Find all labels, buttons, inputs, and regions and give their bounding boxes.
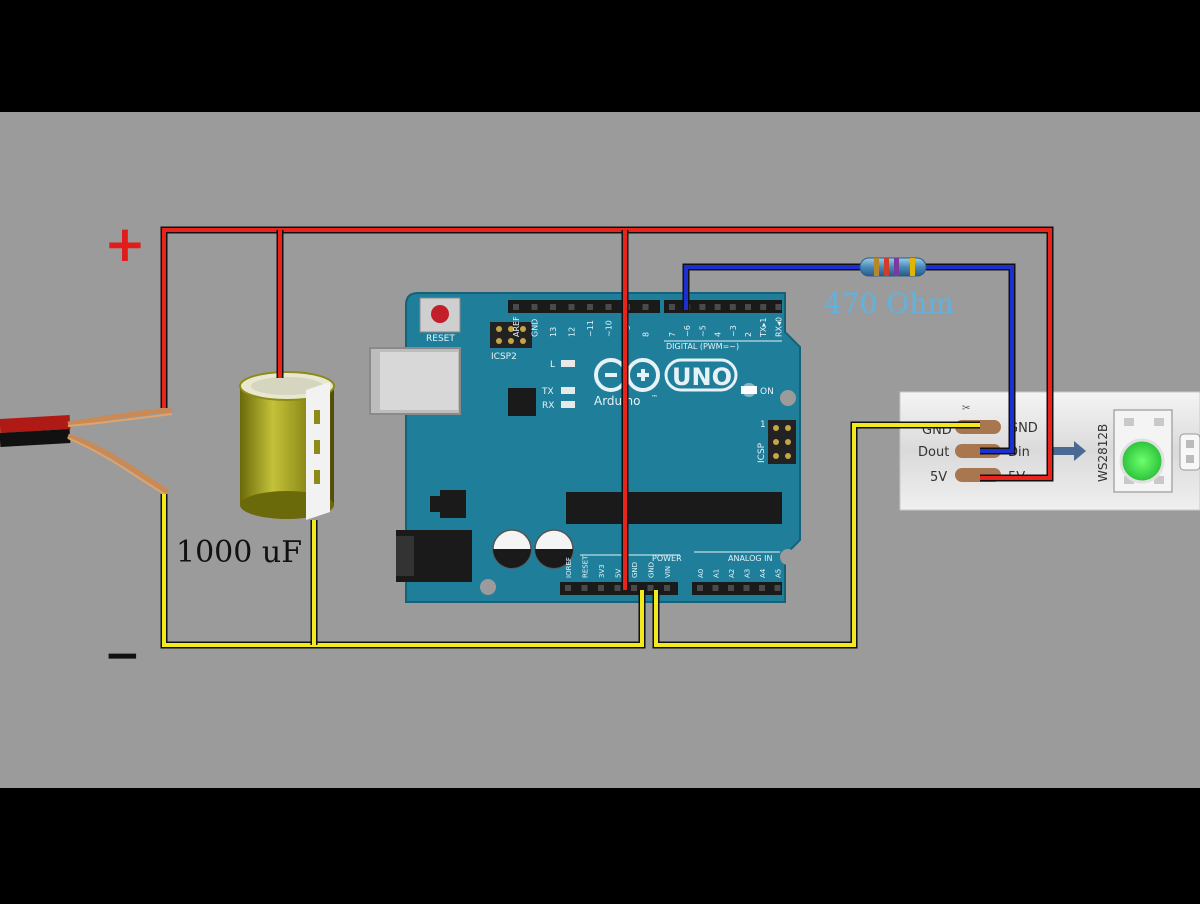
bottom-letterbox bbox=[0, 788, 1200, 900]
digital-pin-label: ~6 bbox=[683, 325, 692, 337]
uno-badge bbox=[664, 358, 738, 392]
analog-section-label: ANALOG IN bbox=[728, 554, 773, 563]
power-pin-label: IOREF bbox=[565, 557, 573, 578]
digital-pin-label: 2 bbox=[744, 332, 753, 337]
power-cable bbox=[0, 407, 173, 497]
positive-symbol: + bbox=[104, 215, 146, 273]
reset-label: RESET bbox=[426, 334, 455, 344]
resistor-470-ohm bbox=[859, 257, 927, 277]
negative-wire-strip-gnd bbox=[652, 421, 980, 649]
usb-chip bbox=[508, 388, 536, 416]
power-pin-label: GND bbox=[648, 562, 656, 578]
analog-pin-label: A1 bbox=[713, 569, 721, 578]
positive-wire-main bbox=[160, 226, 1054, 482]
power-section-label: POWER bbox=[652, 554, 682, 563]
board-capacitor-2 bbox=[534, 529, 574, 569]
led-l-label: L bbox=[550, 360, 555, 370]
digital-pin-label: 7 bbox=[668, 332, 677, 337]
digital-pin-label: TX▸1 bbox=[759, 318, 768, 338]
analog-pin-label: A2 bbox=[728, 569, 736, 578]
negative-wire-main bbox=[160, 494, 646, 649]
digital-header-right bbox=[664, 300, 782, 313]
digital-pin-label: ~10 bbox=[605, 320, 614, 337]
icsp-header bbox=[768, 420, 796, 464]
digital-pin-label: GND bbox=[531, 319, 540, 337]
led-rx bbox=[561, 401, 575, 408]
digital-pin-label: ~5 bbox=[698, 325, 707, 337]
chip-label: WS2812B bbox=[1096, 424, 1110, 482]
digital-pin-label: 4 bbox=[714, 332, 723, 337]
led-lit-green bbox=[1119, 438, 1165, 484]
led-l bbox=[561, 360, 575, 367]
data-wire-pin6-resistor bbox=[682, 263, 860, 310]
power-pin-label: VIN bbox=[664, 566, 672, 578]
power-pin-label: GND bbox=[631, 562, 639, 578]
resistor-label: 470 Ohm bbox=[824, 287, 954, 320]
icsp-label: ICSP bbox=[757, 442, 767, 463]
pad-5v-label-left: 5V bbox=[930, 470, 947, 485]
data-direction-arrow-icon bbox=[1050, 441, 1086, 461]
analog-pin-label: A0 bbox=[697, 569, 705, 578]
digital-header-left bbox=[508, 300, 660, 313]
power-led bbox=[741, 386, 757, 394]
power-pin-label: 3V3 bbox=[598, 564, 606, 578]
digital-pin-label: ~11 bbox=[586, 320, 595, 337]
uno-model-label: UNO bbox=[672, 363, 732, 391]
digital-pin-label: AREF bbox=[512, 316, 521, 337]
digital-section-label: DIGITAL (PWM=~) bbox=[666, 342, 739, 351]
icsp-pin-label: 1 bbox=[760, 420, 766, 430]
digital-pin-label: ~3 bbox=[729, 325, 738, 337]
analog-pin-label: A5 bbox=[775, 569, 783, 578]
digital-pin-label: 12 bbox=[568, 327, 577, 337]
digital-pin-label: 13 bbox=[549, 327, 558, 337]
analog-pin-label: A4 bbox=[759, 568, 767, 578]
voltage-regulator bbox=[440, 490, 466, 518]
power-pin-label: RESET bbox=[582, 555, 590, 578]
negative-symbol: − bbox=[104, 630, 141, 681]
data-wire-resistor-din bbox=[926, 263, 1016, 455]
icsp2-label: ICSP2 bbox=[491, 352, 517, 362]
led-rx-label: RX bbox=[542, 401, 554, 411]
capacitor-label: 1000 uF bbox=[176, 535, 302, 570]
atmega-chip bbox=[566, 492, 782, 524]
pad-dout-label: Dout bbox=[918, 445, 949, 460]
arduino-logo-text: Arduino bbox=[594, 394, 640, 408]
led-tx-label: TX bbox=[541, 387, 554, 397]
on-label: ON bbox=[760, 387, 774, 397]
arduino-tm: ™ bbox=[651, 394, 658, 402]
icsp2-header bbox=[490, 322, 532, 348]
digital-pin-label: RX◂0 bbox=[774, 317, 783, 337]
analog-pin-label: A3 bbox=[744, 569, 752, 578]
scissors-icon: ✂ bbox=[962, 403, 970, 414]
power-pin-label: 5V bbox=[615, 569, 623, 578]
capacitor-1000uf bbox=[239, 371, 335, 520]
board-capacitor-1 bbox=[492, 529, 532, 569]
analog-header bbox=[692, 582, 782, 595]
digital-pin-label: 8 bbox=[642, 332, 651, 337]
led-tx bbox=[561, 387, 575, 394]
top-letterbox bbox=[0, 0, 1200, 112]
